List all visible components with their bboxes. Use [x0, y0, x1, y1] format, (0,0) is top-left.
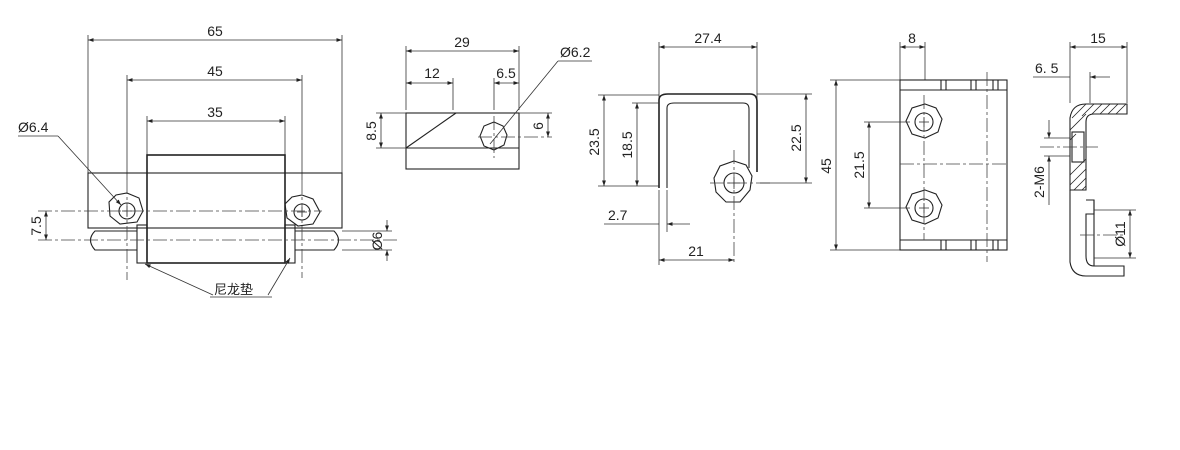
dim-leaf-width: 29	[454, 34, 470, 50]
dim-hole-spacing: 45	[207, 63, 223, 79]
dim-side-base-width: 21	[688, 243, 704, 259]
dim-section-top: 15	[1090, 30, 1106, 46]
dim-side-right-height: 22.5	[788, 124, 804, 151]
section-hatch	[1069, 103, 1127, 191]
dim-leaf-hole-height: 6	[530, 122, 546, 130]
nylon-washer-note: 尼龙垫	[214, 282, 253, 298]
dim-overall-width: 65	[207, 23, 223, 39]
dim-section-bore-dia: Ø11	[1112, 221, 1128, 247]
dim-leaf-hole-dia: Ø6.2	[560, 44, 591, 60]
front-view: 65 45 35 Ø6.4 7.5	[18, 23, 400, 298]
dim-leaf-left: 12	[424, 65, 440, 81]
dim-offset: 7.5	[28, 216, 44, 236]
dim-leaf-height: 8.5	[363, 121, 379, 141]
dim-hole-dia: Ø6.4	[18, 119, 49, 135]
dim-side-base-left: 2.7	[608, 207, 628, 223]
plate-view: 8 45	[818, 30, 1008, 262]
dim-section-offset: 6. 5	[1035, 60, 1059, 76]
dim-leaf-right: 6.5	[496, 65, 516, 81]
dim-barrel-width: 35	[207, 104, 223, 120]
side-view: 27.4 23.5 18.5 22.5 2.7 21	[586, 30, 812, 265]
leaf-view: 29 12 6.5 Ø6.2 8.5 6	[363, 34, 592, 170]
dim-plate-top: 8	[908, 30, 916, 46]
dim-plate-height: 45	[818, 158, 834, 174]
dim-side-total-height: 23.5	[586, 128, 602, 155]
dim-side-inner-height: 18.5	[619, 131, 635, 158]
dim-section-thread: 2-M6	[1031, 166, 1047, 198]
section-view: 15 6. 5 2-M6	[1031, 30, 1136, 277]
dim-pin-dia: Ø6	[369, 231, 385, 250]
dim-side-width: 27.4	[694, 30, 721, 46]
dim-plate-hole-pitch: 21.5	[851, 151, 867, 178]
